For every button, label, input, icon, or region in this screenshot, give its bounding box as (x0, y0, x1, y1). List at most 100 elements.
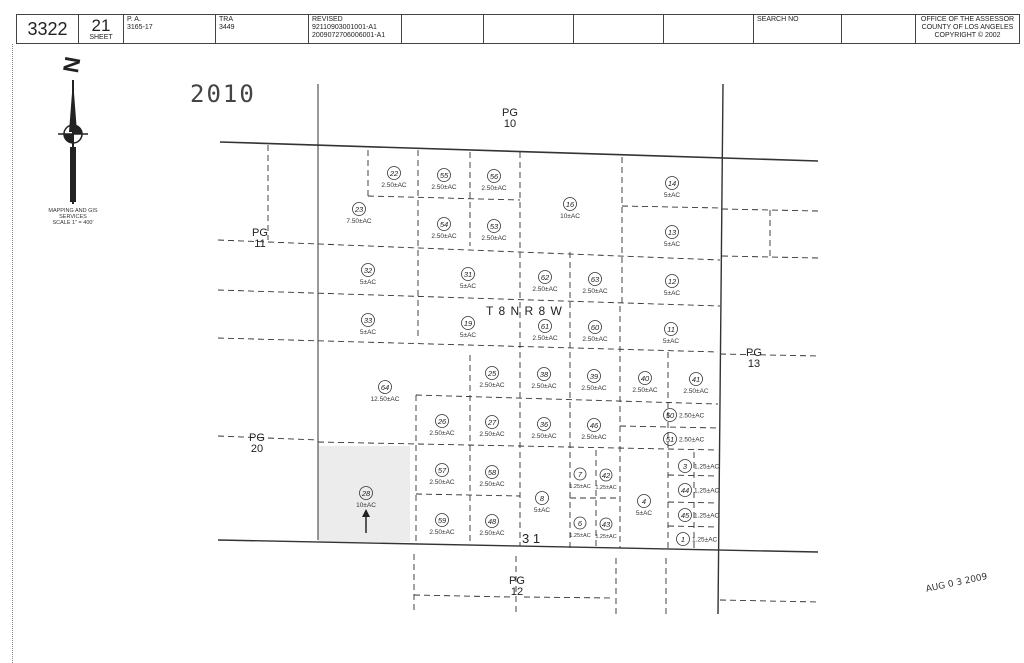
parcel-number-circle (359, 486, 373, 500)
parcel-acreage: 5±AC (460, 332, 477, 339)
page-ref-label: PG (249, 432, 265, 444)
parcel-22: 222.50±AC (381, 166, 407, 189)
parcel-number: 59 (438, 516, 447, 525)
parcel-55: 552.50±AC (431, 168, 457, 191)
parcel-number: 26 (437, 417, 447, 426)
map-lines (217, 83, 819, 615)
parcel-62: 622.50±AC (532, 270, 558, 293)
parcel-number-circle (638, 371, 652, 385)
parcel-number-circle (437, 217, 451, 231)
page-ref-number: 10 (503, 118, 517, 130)
parcel-acreage: 2.50±AC (679, 413, 705, 420)
page-ref-number: 20 (250, 443, 264, 455)
parcel-36: 362.50±AC (531, 417, 557, 440)
header-blank-4 (664, 15, 754, 43)
parcel-acreage: 2.50±AC (531, 383, 557, 390)
parcel-number: 60 (591, 323, 600, 332)
revised-label: REVISED (312, 16, 343, 23)
parcel-43: 431.25±AC (595, 517, 617, 540)
parcel-number-circle (665, 274, 679, 288)
parcel-acreage: 2.50±AC (431, 233, 457, 240)
parcel-number: 42 (602, 471, 611, 480)
parcel-number: 28 (361, 489, 371, 498)
parcel-23: 237.50±AC (346, 202, 372, 225)
map-year: 2010 (190, 80, 256, 108)
map-legend: MAPPING AND GIS SERVICES SCALE 1" = 400' (38, 208, 108, 226)
parcel-number: 14 (668, 179, 676, 188)
parcel-number-circle (678, 459, 692, 473)
parcel-acreage: 2.50±AC (429, 430, 455, 437)
tra-label: TRA (219, 16, 233, 23)
parcel-acreage: 5±AC (460, 283, 477, 290)
parcel-number-circle (588, 320, 602, 334)
parcel-number-circle (361, 263, 375, 277)
office-line-1: OFFICE OF THE ASSESSOR (920, 16, 1015, 23)
parcel-number-circle (665, 225, 679, 239)
page-ref-number: 11 (254, 238, 266, 250)
parcel-26: 26 2.50±AC (429, 414, 455, 437)
township-range-label: T 8 N R 8 W (486, 304, 563, 318)
parcel-acreage: 2.50±AC (481, 185, 507, 192)
parcel-acreage: 1.25±AC (694, 488, 720, 495)
parcel-57: 572.50±AC (429, 463, 455, 486)
parcel-number: 46 (590, 421, 599, 430)
parcel-number-circle (485, 514, 499, 528)
parcel-60: 60 2.50±AC (582, 320, 608, 343)
parcel-acreage: 2.50±AC (479, 481, 505, 488)
parcel-acreage: 2.50±AC (431, 184, 457, 191)
section-number: 3 1 (522, 531, 540, 546)
left-margin-rule (12, 44, 13, 663)
parcel-acreage: 1.25±AC (692, 537, 718, 544)
parcel-number-circle (678, 508, 692, 522)
parcel-number: 16 (566, 200, 575, 209)
parcel-acreage: 2.50±AC (582, 288, 608, 295)
parcel-number: 31 (464, 270, 472, 279)
parcel-acreage: 1.25±AC (569, 533, 590, 539)
parcel-acreage: 2.50±AC (429, 479, 455, 486)
parcel-48: 482.50±AC (479, 514, 505, 537)
page-ref-label: PG (252, 227, 268, 239)
parcel-number: 51 (666, 435, 674, 444)
parcel-63: 632.50±AC (582, 272, 608, 295)
parcel-number-circle (352, 202, 366, 216)
north-arrow-icon: N (58, 55, 88, 204)
page-ref-label: PG (746, 347, 762, 359)
parcel-12: 12 5±AC (664, 274, 681, 297)
parcel-number-circle (538, 270, 552, 284)
parcel-38: 382.50±AC (531, 367, 557, 390)
parcel-number-circle (678, 483, 692, 497)
parcel-number-circle (487, 219, 501, 233)
parcel-number-circle (573, 467, 587, 481)
parcel-acreage: 1.25±AC (694, 513, 720, 520)
parcel-acreage: 2.50±AC (582, 336, 608, 343)
parcel-acreage: 5±AC (664, 290, 681, 297)
parcel-number: 61 (541, 322, 549, 331)
parcel-25: 252.50±AC (479, 366, 505, 389)
legend-line-1: MAPPING AND GIS (48, 208, 98, 214)
parcel-acreage: 1.25±AC (595, 485, 616, 491)
parcel-number: 43 (602, 520, 611, 529)
parcel-number: 33 (364, 316, 373, 325)
parcel-number: 12 (668, 277, 677, 286)
parcel-labels: 222.50±AC552.50±AC562.50±AC145±AC237.50±… (346, 166, 720, 546)
parcel-number: 8 (540, 494, 545, 503)
parcel-number-circle (485, 465, 499, 479)
parcel-number-circle (665, 176, 679, 190)
parcel-number-circle (689, 372, 703, 386)
parcel-8: 85±AC (534, 491, 550, 514)
legend-line-2: SERVICES (59, 214, 87, 220)
office-cell: OFFICE OF THE ASSESSOR COUNTY OF LOS ANG… (916, 15, 1019, 43)
parcel-number-circle (587, 418, 601, 432)
parcel-number: 4 (642, 497, 646, 506)
parcel-number: 48 (488, 517, 497, 526)
parcel-number: 19 (464, 319, 473, 328)
parcel-number-circle (537, 367, 551, 381)
